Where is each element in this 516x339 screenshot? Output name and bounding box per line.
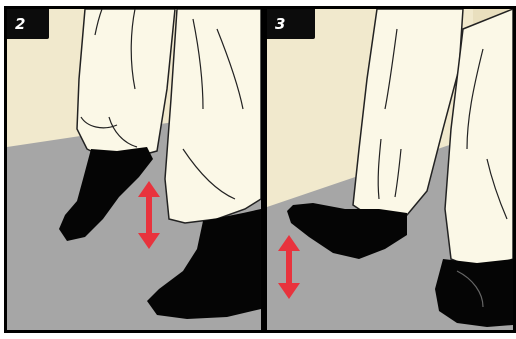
panel-number-badge: 2 bbox=[7, 9, 49, 39]
panel-2-illustration bbox=[7, 9, 261, 330]
front-pant-leg bbox=[165, 9, 261, 223]
panel-number-badge: 3 bbox=[267, 9, 315, 39]
panel-3: 3 bbox=[264, 6, 516, 333]
panel-3-illustration bbox=[267, 9, 513, 330]
panel-2: 2 bbox=[4, 6, 264, 333]
